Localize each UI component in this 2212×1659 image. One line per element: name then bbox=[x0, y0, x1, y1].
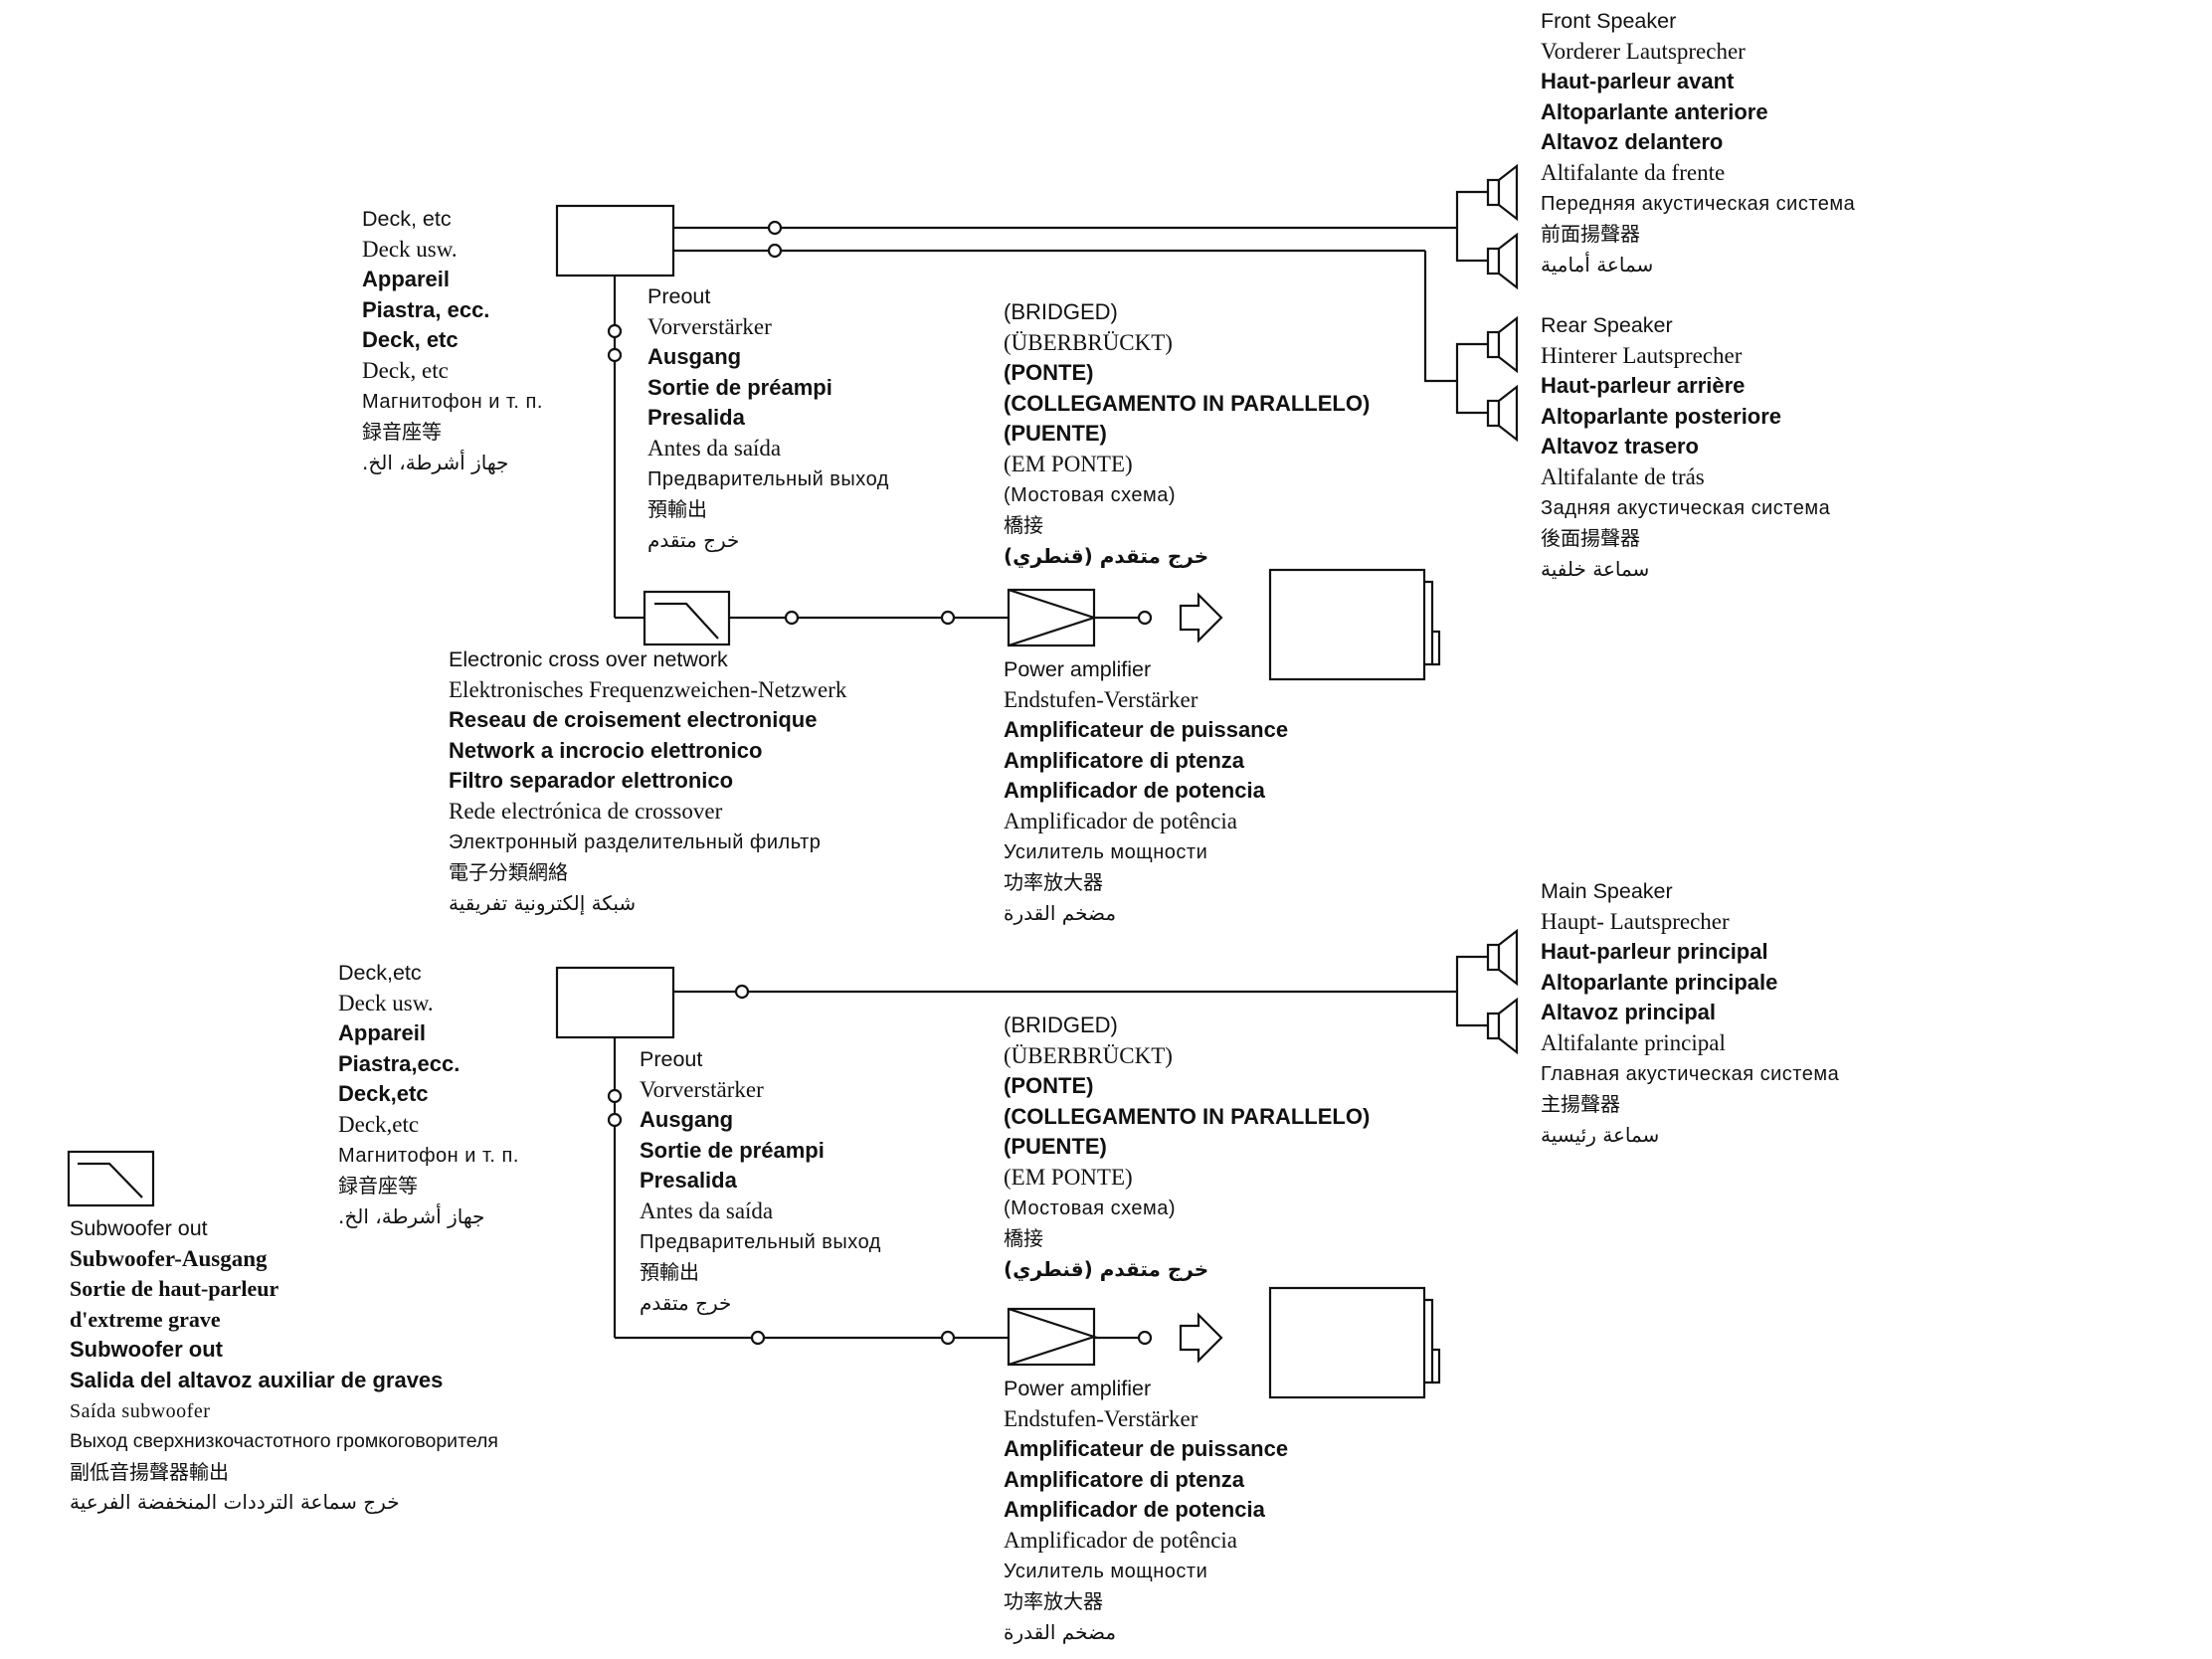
rear-speaker-icon-1 bbox=[1486, 315, 1519, 374]
crossover-label: Electronic cross over network Elektronis… bbox=[449, 647, 847, 915]
rear-speaker-label: Rear Speaker Hinterer Lautsprecher Haut-… bbox=[1541, 313, 1831, 581]
front-speaker-icon-2 bbox=[1486, 232, 1519, 290]
subwoofer-cabinet-icon-bottom bbox=[1268, 1286, 1441, 1399]
power-amp-top-label: Power amplifier Endstufen-Verstärker Amp… bbox=[1004, 657, 1289, 925]
power-amp-bottom-label: Power amplifier Endstufen-Verstärker Amp… bbox=[1004, 1377, 1289, 1644]
front-speaker-icon-1 bbox=[1486, 163, 1519, 222]
main-speaker-icon-1 bbox=[1486, 928, 1519, 987]
main-speaker-icon-2 bbox=[1486, 997, 1519, 1055]
deck-top-label: Deck, etc Deck usw. Appareil Piastra, ec… bbox=[362, 207, 543, 474]
main-speaker-label: Main Speaker Haupt- Lautsprecher Haut-pa… bbox=[1541, 879, 1840, 1147]
deck-bottom-label: Deck,etc Deck usw. Appareil Piastra,ecc.… bbox=[338, 961, 519, 1228]
front-speaker-label: Front Speaker Vorderer Lautsprecher Haut… bbox=[1541, 9, 1856, 276]
subwoofer-out-label: Subwoofer out Subwoofer-Ausgang Sortie d… bbox=[70, 1216, 498, 1515]
power-amplifier-icon-bottom bbox=[1007, 1307, 1098, 1367]
subwoofer-cabinet-icon-top bbox=[1268, 568, 1441, 681]
crossover-icon bbox=[643, 590, 731, 646]
legend-crossover-icon bbox=[67, 1150, 155, 1207]
arrow-icon-bottom bbox=[1179, 1312, 1223, 1364]
bridged-bottom-label: (BRIDGED) (ÜBERBRÜCKT) (PONTE) (COLLEGAM… bbox=[1004, 1013, 1371, 1281]
deck-box-top bbox=[555, 204, 675, 277]
preout-bottom-label: Preout Vorverstärker Ausgang Sortie de p… bbox=[640, 1047, 881, 1315]
rear-speaker-icon-2 bbox=[1486, 384, 1519, 443]
preout-top-label: Preout Vorverstärker Ausgang Sortie de p… bbox=[647, 284, 889, 552]
power-amplifier-icon-top bbox=[1007, 588, 1098, 647]
arrow-icon-top bbox=[1179, 592, 1223, 644]
bridged-top-label: (BRIDGED) (ÜBERBRÜCKT) (PONTE) (COLLEGAM… bbox=[1004, 299, 1371, 568]
deck-box-bottom bbox=[555, 966, 675, 1039]
